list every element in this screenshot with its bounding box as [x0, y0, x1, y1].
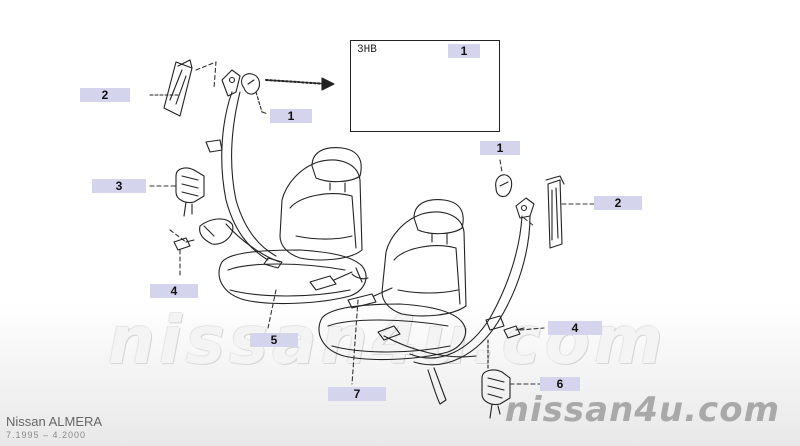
callout-4-left: 4	[150, 284, 198, 298]
left-belt	[175, 69, 353, 291]
left-cap	[241, 73, 263, 113]
bottom-fade	[0, 300, 800, 446]
callout-2-right: 2	[594, 196, 642, 210]
left-leaders	[149, 61, 277, 329]
watermark-text: nissan4u.com	[108, 302, 667, 379]
callout-6: 6	[540, 377, 580, 391]
model-name: Nissan ALMERA	[6, 414, 103, 429]
right-seat	[318, 199, 467, 361]
model-years: 7.1995 – 4.2000	[6, 430, 87, 440]
callout-2-left: 2	[80, 88, 130, 102]
callout-3-left: 3	[92, 179, 146, 193]
left-seat	[218, 147, 369, 305]
left-pillar-trim	[149, 59, 193, 117]
right-leaders	[351, 159, 595, 385]
callout-5: 5	[250, 333, 298, 347]
callout-1-inset: 1	[448, 44, 480, 58]
left-bolt	[173, 237, 195, 251]
inset-label: 3HB	[357, 44, 377, 56]
right-bolt	[503, 325, 525, 339]
callout-1-left: 1	[270, 109, 312, 123]
arrow-to-inset	[265, 77, 335, 91]
right-belt	[377, 197, 535, 419]
callout-4-right: 4	[548, 321, 602, 335]
callout-7: 7	[328, 387, 386, 401]
right-pillar-trim	[545, 175, 565, 249]
callout-1-right: 1	[480, 141, 520, 155]
right-cap	[495, 174, 513, 198]
brand-watermark: nissan4u.com	[504, 390, 780, 430]
